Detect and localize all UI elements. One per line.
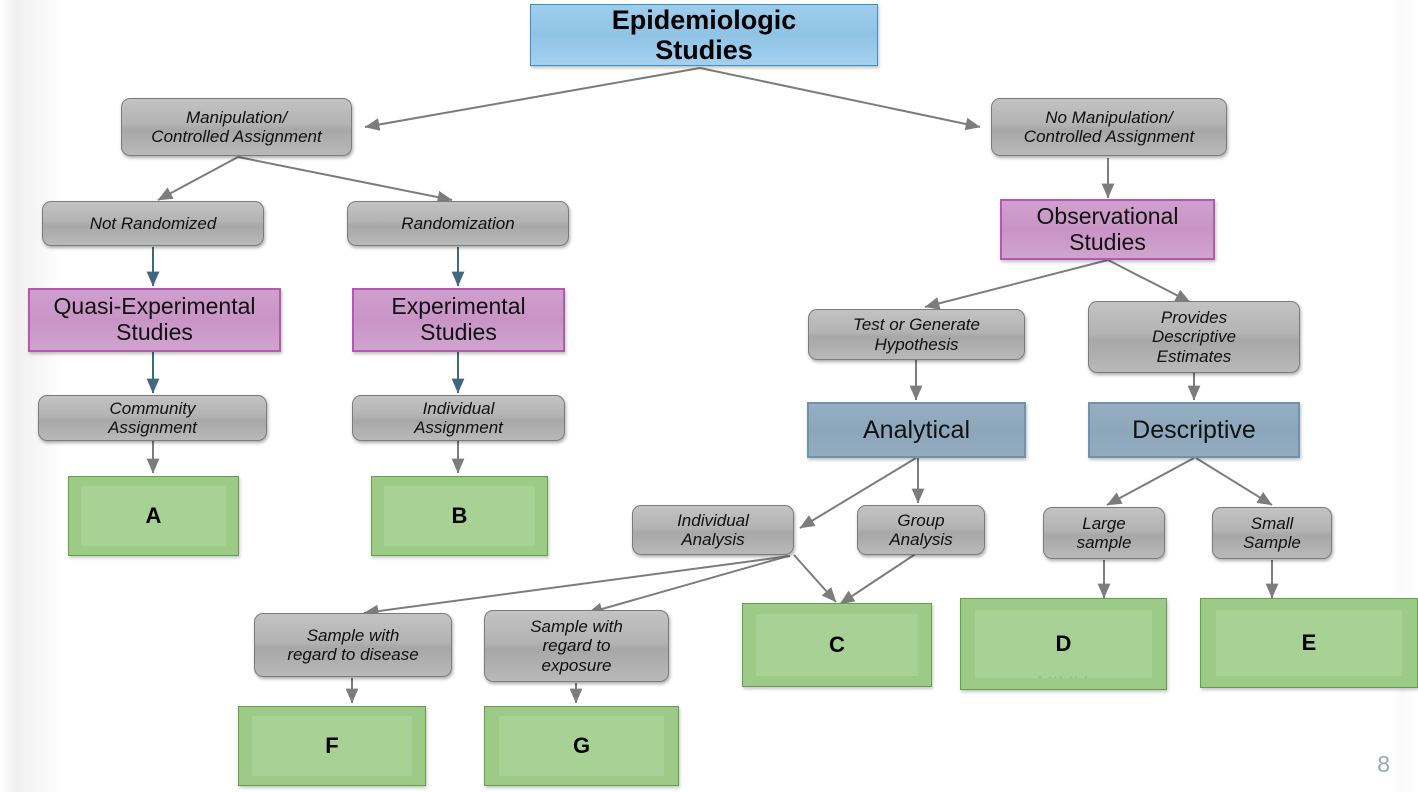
page-number: 8: [1377, 751, 1390, 777]
edge-root-to-no-manipulation: [699, 67, 981, 131]
node-test-or-generate-hypothesis[interactable]: Test or Generate Hypothesis: [808, 309, 1025, 360]
node-small-sample[interactable]: Small Sample: [1212, 507, 1332, 559]
node-quasi-experimental-studies[interactable]: Quasi-Experimental Studies: [28, 288, 281, 352]
node-epidemiologic-studies[interactable]: Epidemiologic Studies: [530, 4, 878, 66]
edge-group-analysis-to-c: [839, 550, 921, 605]
node-sample-with-regard-to-disease[interactable]: Sample with regard to disease: [254, 613, 452, 677]
node-provides-descriptive-estimates[interactable]: Provides Descriptive Estimates: [1088, 301, 1300, 373]
answer-box-b[interactable]: B: [371, 476, 548, 556]
edge-individual-analysis-to-c: [793, 554, 837, 603]
edge-observational-to-provides: [1107, 259, 1191, 303]
answer-label-b: B: [451, 502, 468, 528]
node-descriptive[interactable]: Descriptive: [1088, 402, 1300, 458]
answer-label-c: C: [829, 631, 845, 657]
answer-box-d[interactable]: D · ··· ·· ·: [960, 598, 1167, 690]
answer-box-e[interactable]: E: [1200, 598, 1418, 688]
node-not-randomized[interactable]: Not Randomized: [42, 201, 264, 246]
answer-box-a[interactable]: A: [68, 476, 239, 556]
answer-label-a: A: [145, 502, 162, 528]
answer-label-f: F: [325, 732, 339, 758]
node-randomization[interactable]: Randomization: [347, 201, 569, 246]
node-manipulation-controlled-assignment[interactable]: Manipulation/ Controlled Assignment: [121, 98, 352, 156]
node-group-analysis[interactable]: Group Analysis: [857, 505, 985, 555]
edge-individual-analysis-to-sample-disease: [363, 555, 791, 618]
node-individual-assignment[interactable]: Individual Assignment: [352, 395, 565, 441]
answer-box-g[interactable]: G: [484, 706, 679, 786]
edge-root-to-manipulation: [364, 67, 701, 131]
answer-box-f[interactable]: F: [238, 706, 426, 786]
answer-label-e: E: [1301, 629, 1317, 655]
node-experimental-studies[interactable]: Experimental Studies: [352, 288, 565, 352]
answer-d-ghost-text: · ··· ·· ·: [1037, 670, 1090, 685]
node-sample-with-regard-to-exposure[interactable]: Sample with regard to exposure: [484, 610, 669, 682]
node-analytical[interactable]: Analytical: [807, 402, 1026, 458]
edge-observational-to-test: [924, 259, 1109, 310]
node-individual-analysis[interactable]: Individual Analysis: [632, 505, 794, 555]
node-observational-studies[interactable]: Observational Studies: [1000, 199, 1215, 260]
edge-manipulation-to-randomization: [237, 156, 453, 204]
answer-label-d: D: [1055, 630, 1072, 656]
node-no-manipulation-controlled-assignment[interactable]: No Manipulation/ Controlled Assignment: [991, 98, 1227, 156]
answer-label-g: G: [572, 732, 591, 758]
edge-descriptive-to-large-sample: [1106, 457, 1195, 506]
answer-box-c[interactable]: C: [742, 603, 932, 687]
edge-manipulation-to-not-randomized: [157, 156, 239, 201]
edge-descriptive-to-small-sample: [1195, 457, 1273, 506]
node-large-sample[interactable]: Large sample: [1043, 507, 1165, 559]
node-community-assignment[interactable]: Community Assignment: [38, 395, 267, 441]
